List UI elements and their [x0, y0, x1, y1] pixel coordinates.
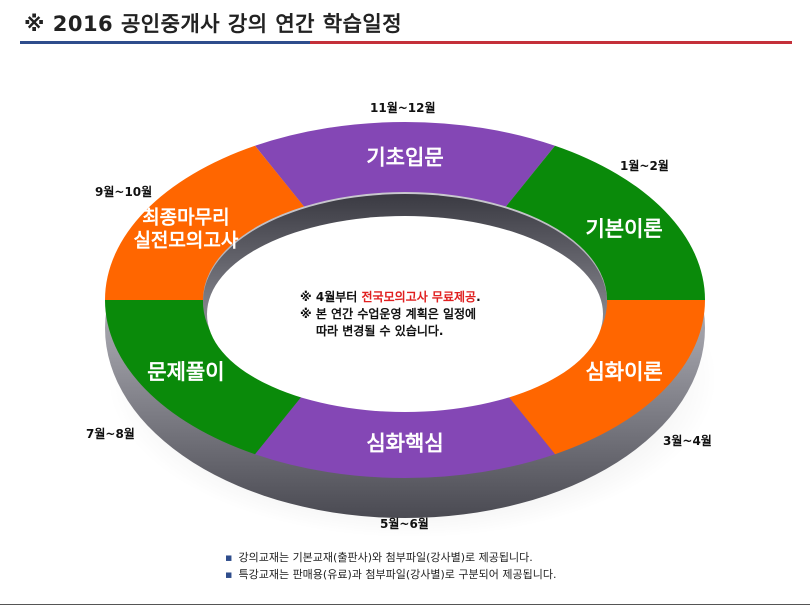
segment-label-line: 최종마무리	[142, 207, 229, 229]
bullet-icon: ▪	[225, 568, 233, 581]
period-label-advanced-theory: 3월~4월	[663, 434, 712, 448]
center-notes: ※ 4월부터 전국모의고사 무료제공. ※ 본 연간 수업운영 계획은 일정에 …	[300, 289, 540, 340]
segment-label-line: 심화핵심	[366, 431, 443, 455]
center-note-3: 따라 변경될 수 있습니다.	[316, 324, 444, 338]
period-label-advanced-core: 5월~6월	[380, 517, 429, 531]
footnotes: ▪ 강의교재는 기본교재(출판사)와 첨부파일(강사별)로 제공됩니다. ▪ 특강교…	[225, 549, 556, 583]
segment-advanced-theory	[506, 300, 705, 455]
center-note-1: ※ 4월부터 전국모의고사 무료제공.	[300, 289, 540, 306]
title-underline-red	[310, 41, 792, 44]
free-mock-exam-highlight: 전국모의고사 무료제공	[361, 290, 477, 304]
footnote-item: ▪ 강의교재는 기본교재(출판사)와 첨부파일(강사별)로 제공됩니다.	[225, 549, 556, 566]
segment-label-line: 문제풀이	[147, 360, 224, 384]
segment-label-line: 실전모의고사	[133, 230, 238, 252]
segment-basic-theory	[506, 145, 705, 300]
footnote-text: 특강교재는 판매용(유료)과 첨부파일(강사별)로 구분되어 제공됩니다.	[238, 568, 557, 581]
segment-label-line: 기본이론	[585, 217, 662, 241]
segment-foundation	[255, 121, 555, 207]
footnote-text: 강의교재는 기본교재(출판사)와 첨부파일(강사별)로 제공됩니다.	[238, 551, 533, 564]
center-note-2: ※ 본 연간 수업운영 계획은 일정에	[300, 307, 477, 321]
page-title: ※ 2016 공인중개사 강의 연간 학습일정	[24, 12, 403, 36]
period-label-basic-theory: 1월~2월	[620, 159, 669, 173]
title-underline	[20, 41, 792, 44]
ring-center	[207, 216, 603, 412]
period-label-final-review: 9월~10월	[95, 185, 153, 199]
segment-final-review	[104, 145, 304, 300]
segment-label-basic-theory: 기본이론	[585, 217, 662, 241]
period-label-foundation: 11월~12월	[370, 101, 436, 115]
title-underline-blue	[20, 41, 310, 44]
segment-problem-solving	[104, 300, 304, 455]
segment-label-line: 심화이론	[585, 360, 662, 384]
segment-label-advanced-theory: 심화이론	[585, 360, 662, 384]
segment-label-problem-solving: 문제풀이	[147, 360, 224, 384]
segment-label-line: 기초입문	[366, 145, 443, 169]
bullet-icon: ▪	[225, 551, 233, 564]
segment-label-foundation: 기초입문	[366, 145, 443, 169]
period-label-problem-solving: 7월~8월	[86, 427, 135, 441]
center-note-1-suffix: .	[476, 290, 481, 304]
footnote-item: ▪ 특강교재는 판매용(유료)과 첨부파일(강사별)로 구분되어 제공됩니다.	[225, 566, 556, 583]
bottom-divider	[0, 604, 810, 605]
segment-label-advanced-core: 심화핵심	[366, 431, 443, 455]
segment-advanced-core	[255, 393, 555, 479]
center-note-1-prefix: ※ 4월부터	[300, 290, 362, 304]
